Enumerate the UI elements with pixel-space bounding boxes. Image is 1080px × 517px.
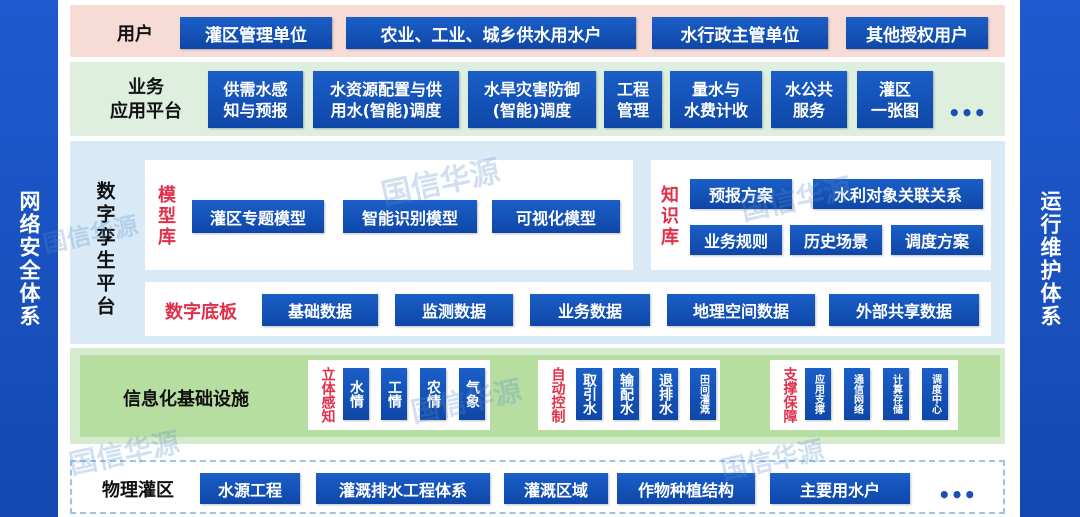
app-item-metering: 量水与 水费计收 bbox=[670, 71, 762, 128]
sense-engineering-regime: 工情 bbox=[381, 368, 407, 420]
model-library-label: 模型库 bbox=[155, 184, 176, 248]
base-external-shared-data: 外部共享数据 bbox=[829, 294, 979, 326]
physical-main-water-users: 主要用水户 bbox=[770, 473, 910, 504]
control-water-intake: 取引水 bbox=[576, 368, 602, 420]
physical-crop-structure: 作物种植结构 bbox=[617, 473, 755, 504]
physical-irrigation-area: 灌溉区域 bbox=[504, 473, 608, 504]
sense-agriculture-regime: 农情 bbox=[420, 368, 446, 420]
model-visualization: 可视化模型 bbox=[492, 200, 620, 233]
user-item-water-admin: 水行政主管单位 bbox=[652, 17, 828, 49]
knowledge-business-rules: 业务规则 bbox=[690, 225, 782, 255]
operation-maintenance-system: 运行维护体系 bbox=[1020, 0, 1080, 517]
knowledge-historical-scenes: 历史场景 bbox=[790, 225, 882, 255]
app-item-public-service: 水公共 服务 bbox=[771, 71, 847, 128]
control-drainage: 退排水 bbox=[652, 368, 678, 420]
users-label: 用户 bbox=[117, 24, 153, 45]
support-label: 支撑保障 bbox=[781, 367, 798, 423]
knowledge-library-label: 知识库 bbox=[658, 184, 679, 248]
user-item-water-users: 农业、工业、城乡供水用水户 bbox=[346, 17, 636, 49]
model-irrigation-topic: 灌区专题模型 bbox=[192, 200, 324, 233]
base-basic-data: 基础数据 bbox=[262, 294, 378, 326]
sense-weather: 气象 bbox=[459, 368, 485, 420]
control-field-irrigation: 田间灌溉 bbox=[690, 368, 716, 420]
model-intelligent-recognition: 智能识别模型 bbox=[343, 200, 477, 233]
base-monitoring-data: 监测数据 bbox=[395, 294, 513, 326]
physical-more-ellipsis: ••• bbox=[937, 483, 977, 507]
app-item-allocation: 水资源配置与供 用水(智能)调度 bbox=[313, 71, 459, 128]
app-item-engineering: 工程 管理 bbox=[604, 71, 662, 128]
app-item-disaster-defense: 水旱灾害防御 (智能)调度 bbox=[468, 71, 596, 128]
base-business-data: 业务数据 bbox=[530, 294, 650, 326]
apps-more-ellipsis: ••• bbox=[947, 101, 987, 125]
knowledge-forecast-plan: 预报方案 bbox=[690, 179, 792, 209]
sensing-label: 立体感知 bbox=[319, 367, 336, 423]
support-communication-network: 通信网络 bbox=[844, 368, 870, 420]
physical-label: 物理灌区 bbox=[102, 480, 174, 501]
apps-label: 业务 应用平台 bbox=[110, 77, 182, 122]
physical-irrigation-drainage-system: 灌溉排水工程体系 bbox=[316, 473, 490, 504]
control-water-delivery: 输配水 bbox=[613, 368, 639, 420]
app-item-supply-demand: 供需水感 知与预报 bbox=[208, 71, 303, 128]
control-label: 自动控制 bbox=[549, 367, 566, 423]
knowledge-dispatch-plan: 调度方案 bbox=[891, 225, 983, 255]
app-item-one-map: 灌区 一张图 bbox=[857, 71, 933, 128]
digital-base-label: 数字底板 bbox=[165, 302, 237, 323]
twin-label: 数字孪生平台 bbox=[93, 181, 116, 319]
network-security-system: 网络安全体系 bbox=[0, 0, 58, 517]
knowledge-object-relations: 水利对象关联关系 bbox=[813, 179, 983, 209]
sense-water-regime: 水情 bbox=[343, 368, 369, 420]
infra-label: 信息化基础设施 bbox=[123, 389, 249, 410]
support-application: 应用支撑 bbox=[805, 368, 831, 420]
user-item-other-authorized: 其他授权用户 bbox=[846, 17, 988, 49]
user-item-irrigation-management: 灌区管理单位 bbox=[180, 17, 332, 49]
support-dispatch-center: 调度中心 bbox=[922, 368, 948, 420]
physical-water-source: 水源工程 bbox=[200, 473, 300, 504]
support-compute-storage: 计算存储 bbox=[883, 368, 909, 420]
base-geospatial-data: 地理空间数据 bbox=[667, 294, 815, 326]
